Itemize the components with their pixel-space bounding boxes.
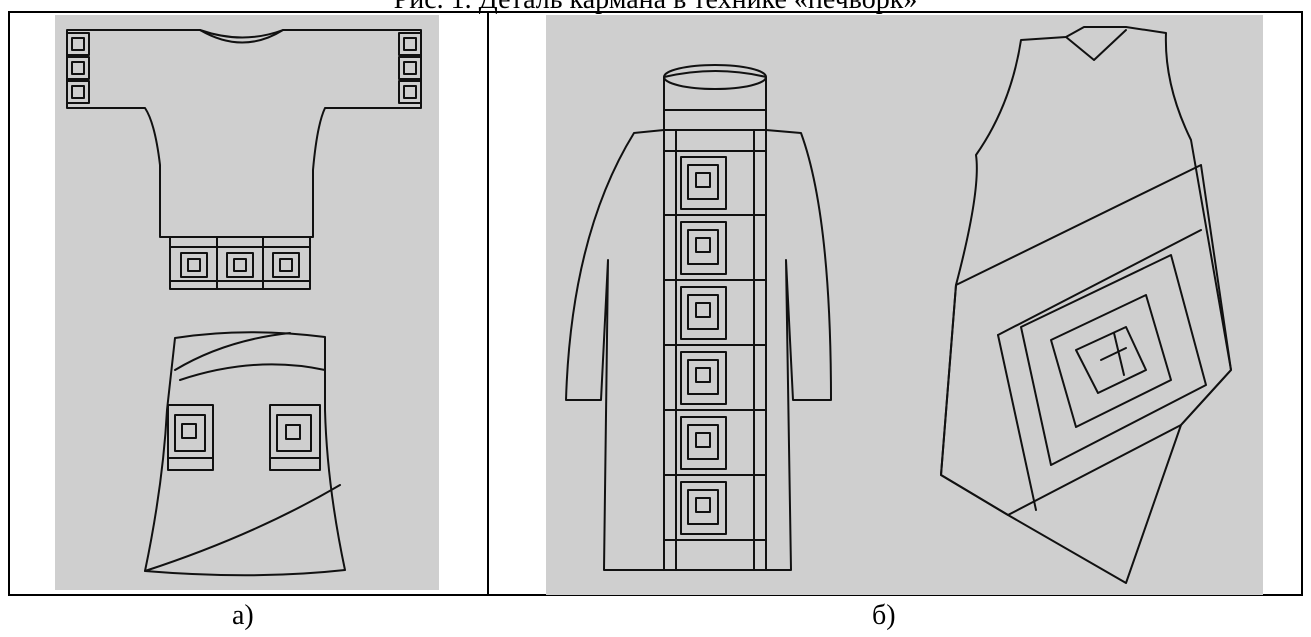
skirt-wrap-line-low [144,484,341,572]
coat-dress-drawing [565,26,1232,584]
blouse-skirt-drawing [66,29,422,577]
blouse-hem-patches [169,236,311,290]
figure-frame [8,11,1303,596]
panel-label-b: б) [872,600,896,631]
coat-collar-top [663,64,767,90]
sketch-coat-and-dress [546,15,1263,595]
panel-label-a: а) [232,600,254,631]
dress-outline [940,26,1232,584]
dress-neckline [1065,29,1127,61]
sketch-blouse-and-skirt [55,15,439,590]
blouse-neckline [199,29,284,39]
left-sleeve-patches [66,32,90,104]
skirt-wrap-line-top [174,332,291,371]
blouse-outline [66,29,422,238]
skirt-pocket-left [167,404,214,471]
coat-collar [663,70,767,111]
skirt-wrap-line-mid [179,363,326,381]
panel-divider [487,11,489,596]
right-sleeve-patches [398,32,422,104]
coat-outline [565,109,832,571]
dress-patchwork [940,164,1232,516]
coat-placket-patches [663,129,767,571]
skirt-pocket-right [269,404,321,471]
